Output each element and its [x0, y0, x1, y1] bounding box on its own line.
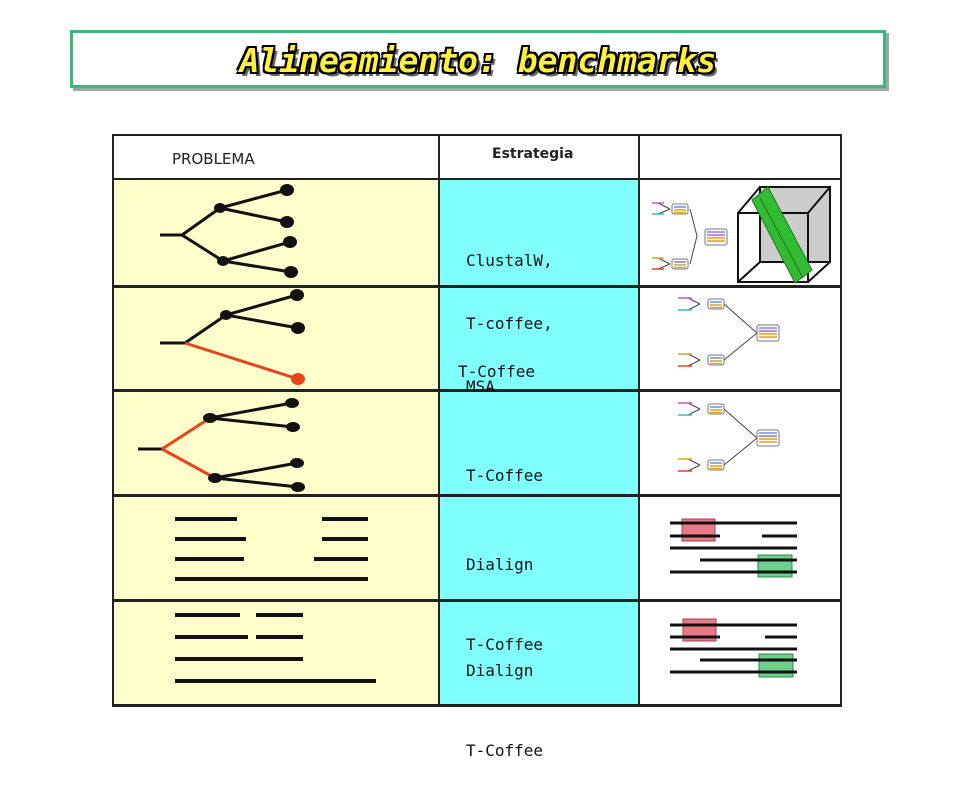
row2-tree-icon	[160, 293, 299, 381]
header-problem: PROBLEMA	[112, 134, 440, 180]
page-title: Alineamiento: benchmarks	[239, 41, 717, 80]
row5-strategy-line1: Dialign	[466, 661, 534, 680]
header-problem-label: PROBLEMA	[172, 150, 255, 168]
title-banner: Alineamiento: benchmarks	[70, 30, 886, 88]
row-separator	[112, 494, 842, 497]
row1-strategy-line1: ClustalW,	[466, 251, 553, 270]
row1-tree-nodes	[214, 184, 298, 278]
row5-block-alignment-icon	[670, 618, 797, 678]
row4-strategy: Dialign T-Coffee	[466, 512, 543, 697]
problem-column	[112, 180, 440, 706]
row1-strategy-line2: T-coffee,	[466, 314, 553, 333]
header-result	[640, 134, 842, 180]
row4-strategy-line1: Dialign	[466, 555, 534, 574]
row1-cube-icon	[737, 186, 831, 284]
row-separator	[112, 704, 842, 707]
row5-sequence-icon	[175, 613, 376, 683]
row5-strategy-line2: T-Coffee	[466, 741, 544, 760]
strategy-column	[440, 180, 640, 706]
row3-strategy: T-Coffee	[466, 423, 543, 528]
row2-guide-tree-icon	[678, 297, 780, 367]
header-strategy-label: Estrategia	[492, 146, 574, 162]
header-strategy: Estrategia	[440, 134, 640, 180]
row1-tree-icon	[160, 188, 292, 274]
illustrations	[138, 184, 831, 683]
row3-guide-tree-icon	[678, 402, 780, 472]
row4-sequence-icon	[175, 517, 368, 581]
row-separator	[112, 389, 842, 392]
row2-strategy: T-Coffee	[458, 319, 535, 424]
row3-tree-icon	[138, 401, 299, 489]
row-separator	[112, 599, 842, 602]
row3-strategy-line1: T-Coffee	[466, 466, 544, 485]
row4-strategy-line2: T-Coffee	[466, 635, 544, 654]
row1-guide-tree-icon	[652, 202, 728, 270]
row2-tree-nodes	[220, 289, 305, 385]
row2-strategy-line1: T-Coffee	[458, 362, 536, 381]
row-separator	[112, 285, 842, 288]
row3-tree-nodes	[203, 398, 305, 492]
row4-block-alignment-icon	[670, 518, 797, 578]
row1-strategy: ClustalW, T-coffee, MSA	[466, 208, 553, 439]
row1-strategy-line3: MSA	[466, 377, 495, 396]
